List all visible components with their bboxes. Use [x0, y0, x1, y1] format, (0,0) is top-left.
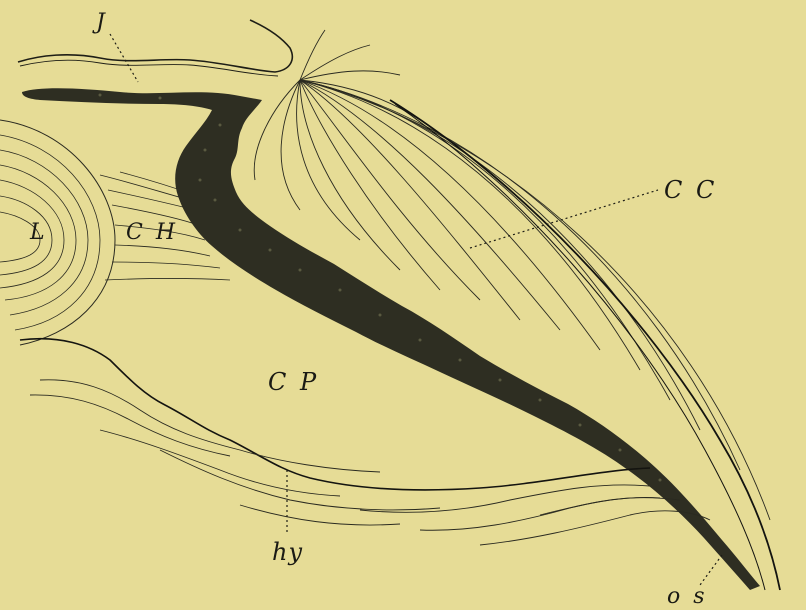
- label-cc: C C: [664, 178, 717, 202]
- label-l: L: [30, 222, 48, 244]
- label-hy: hy: [272, 540, 303, 564]
- label-ch: C H: [126, 222, 178, 244]
- label-os: o s: [667, 586, 708, 608]
- label-cp: C P: [268, 370, 319, 394]
- label-j: J: [96, 12, 108, 34]
